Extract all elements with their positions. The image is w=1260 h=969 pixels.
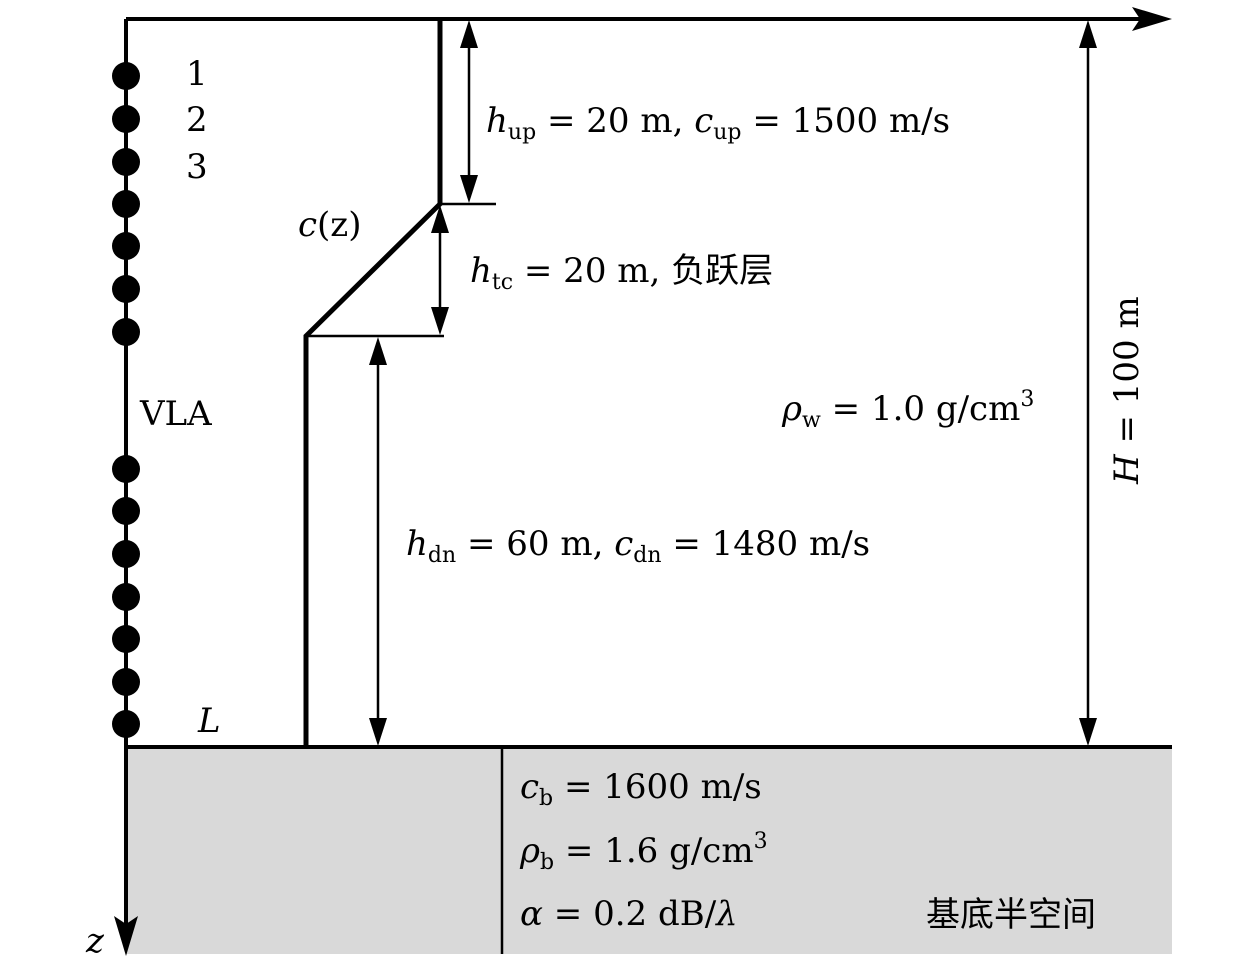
- h-up-dimension-arrow: [460, 20, 478, 203]
- depth-axis-label: z: [85, 921, 105, 961]
- hydrophone-element: [112, 583, 140, 611]
- hydrophone-element: [112, 105, 140, 133]
- element-label-3: 3: [186, 147, 208, 187]
- element-label-2: 2: [186, 100, 208, 140]
- hydrophone-element: [112, 190, 140, 218]
- bottom-attenuation-label: α = 0.2 dB/λ: [520, 894, 738, 934]
- bottom-density-label: ρb = 1.6 g/cm3: [519, 829, 768, 875]
- hydrophone-element: [112, 275, 140, 303]
- element-label-1: 1: [186, 54, 208, 94]
- H-dimension-arrow: [1079, 20, 1097, 746]
- h-tc-dimension-arrow: [431, 205, 449, 335]
- hydrophone-element: [112, 62, 140, 90]
- water-depth-label: H = 100 m: [1107, 296, 1147, 485]
- h-up-label: hup = 20 m, cup = 1500 m/s: [486, 101, 950, 145]
- water-density-label: ρw = 1.0 g/cm3: [781, 387, 1034, 433]
- sound-speed-profile-line: [303, 19, 443, 747]
- vla-label: VLA: [139, 394, 212, 434]
- h-tc-label: htc = 20 m, 负跃层: [470, 251, 773, 295]
- hydrophone-element: [112, 318, 140, 346]
- h-dn-label: hdn = 60 m, cdn = 1480 m/s: [406, 524, 870, 568]
- hydrophone-element: [112, 668, 140, 696]
- hydrophone-element: [112, 625, 140, 653]
- seabed-halfspace-area: [126, 747, 1172, 954]
- bottom-sound-speed-label: cb = 1600 m/s: [520, 767, 762, 811]
- hydrophone-element: [112, 540, 140, 568]
- depth-axis-arrowhead: [114, 916, 138, 956]
- halfspace-label: 基底半空间: [926, 895, 1096, 935]
- h-dn-dimension-arrow: [369, 337, 387, 746]
- sound-speed-label: c(z): [298, 205, 362, 245]
- hydrophone-element: [112, 148, 140, 176]
- hydrophone-element: [112, 497, 140, 525]
- hydrophone-element: [112, 232, 140, 260]
- hydrophone-element: [112, 455, 140, 483]
- vla-hydrophones: [112, 62, 140, 738]
- array-length-label: L: [197, 701, 221, 741]
- range-axis-arrowhead: [1132, 7, 1172, 31]
- hydrophone-element: [112, 710, 140, 738]
